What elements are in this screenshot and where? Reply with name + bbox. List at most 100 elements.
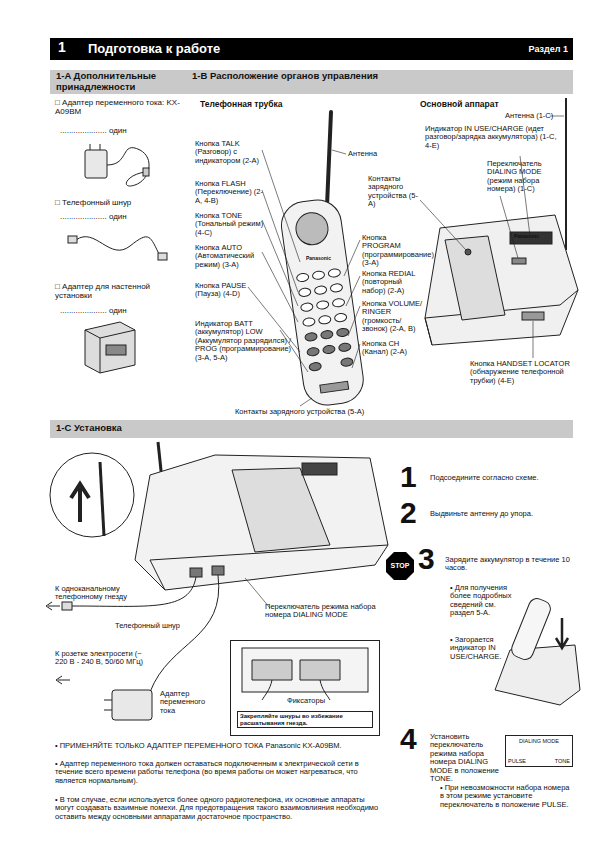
inset-caption: Фиксаторы <box>271 697 341 705</box>
step-note: • Для получения более подробных сведений… <box>450 584 522 618</box>
part-label: Переключатель режима набора номера DIALI… <box>265 603 385 620</box>
base-antenna <box>565 98 567 250</box>
earpiece <box>294 211 330 247</box>
figure-part <box>332 298 345 308</box>
part-label: Кнопка PROGRAM (программирование) (3-А) <box>362 234 424 268</box>
quantity: ..................... один <box>60 212 182 221</box>
group-heading: Телефонная трубка <box>200 100 330 110</box>
section-number: 1 <box>58 40 78 56</box>
install-display <box>302 463 337 475</box>
figure-part <box>316 300 329 310</box>
base-leaders <box>420 116 564 358</box>
inset-jack-shapes <box>252 660 340 680</box>
stop-text: STOP <box>386 562 414 570</box>
charge-handset <box>509 596 553 662</box>
subsection-heading: 1-A Дополнительные принадлежности <box>56 71 188 92</box>
part-label: Кнопка HANDSET LOCATOR (обнаружение теле… <box>470 360 570 385</box>
switch-position: TONE <box>542 758 570 764</box>
accessory-item: □ Адаптер для настенной установки <box>55 282 185 300</box>
accessory-item: □ Телефонный шнур <box>55 198 185 207</box>
quantity: ..................... один <box>60 306 182 315</box>
part-label: Кнопка AUTO (Автоматический режим) (3-А) <box>195 244 265 269</box>
part-label: Кнопка TONE (Тональный режим) (4-С) <box>195 212 265 237</box>
inset-jacks <box>242 648 368 692</box>
figure-part <box>352 344 360 368</box>
handset-leaders <box>248 150 360 406</box>
figure-part <box>344 240 360 276</box>
charge-drawing <box>495 596 580 705</box>
figure-part <box>328 268 341 278</box>
part-label: Индикатор BATT (аккумулятор) LOW (Аккуму… <box>195 320 295 362</box>
part-label: Кнопка CH (Канал) (2-А) <box>362 340 424 357</box>
base-display <box>510 232 552 244</box>
section-title: Подготовка к работе <box>88 42 388 57</box>
adapter-prongs <box>90 144 100 150</box>
figure-part <box>309 362 322 372</box>
figure-part <box>300 398 312 406</box>
accessory-item: □ Адаптер переменного тока: KX-A09BM <box>55 98 185 116</box>
connection-label: К розетке электросети (~ 220 В - 240 В, … <box>55 650 155 667</box>
ac-adapter-drawing <box>85 144 149 186</box>
wall-mount-drawing <box>85 322 135 373</box>
step-number: 2 <box>400 498 424 528</box>
figure-part <box>305 332 318 342</box>
handset-body-group <box>278 197 366 408</box>
figure-part <box>318 315 331 325</box>
figure-part <box>338 342 351 352</box>
figure-part <box>320 330 333 340</box>
step-number: 4 <box>400 724 424 754</box>
step-text: Зарядите аккумулятор в течение 10 часов. <box>445 556 570 573</box>
figure-part <box>312 270 325 280</box>
dial-switch <box>512 258 526 264</box>
figure-part <box>307 347 320 357</box>
subsection-heading: 1-C Установка <box>56 423 356 434</box>
base-body <box>425 215 578 345</box>
figure-part <box>302 317 315 327</box>
figure-part <box>420 200 466 250</box>
install-adapter <box>112 690 152 720</box>
group-heading: Основной аппарат <box>420 100 520 110</box>
switch-position: PULSE <box>508 758 538 764</box>
part-label: Индикатор IN USE/CHARGE (идет разговор/з… <box>425 125 560 150</box>
part-label: Антенна (1-С) <box>505 112 560 120</box>
part-label: Антенна <box>348 150 408 158</box>
base-unit-drawing <box>425 98 578 345</box>
figure-part <box>322 345 335 355</box>
figure-part <box>348 306 360 336</box>
mount-edges <box>85 330 135 373</box>
section-tag: Раздел 1 <box>490 44 568 54</box>
power-cord <box>150 575 219 692</box>
step-text: Выдвиньте антенну до упора. <box>430 510 570 518</box>
warning-note: • В том случае, если используется более … <box>55 796 385 821</box>
handset-antenna <box>327 112 331 206</box>
step-text: Установить переключатель режима набора н… <box>430 733 502 784</box>
charge-base <box>495 645 580 705</box>
locator-button <box>522 312 544 320</box>
warning-note: • ПРИМЕНЯЙТЕ ТОЛЬКО АДАПТЕР ПЕРЕМЕННОГО … <box>55 742 385 750</box>
brand-mark: Panasonic <box>306 256 346 262</box>
part-label: Кнопка FLASH (Переключение) (2-А, 4-В) <box>195 180 265 205</box>
adapter-prongs <box>104 700 112 710</box>
inset-circle <box>50 453 134 537</box>
figure-part <box>296 273 309 283</box>
subsection-heading: 1-B Расположение органов управления <box>192 71 562 82</box>
handset-body <box>278 197 366 408</box>
inset-antenna <box>100 462 104 536</box>
part-label: Контакты зарядного устройства (5-А) <box>368 175 424 209</box>
cord-plug <box>158 253 167 260</box>
install-base-body <box>135 455 388 590</box>
adapter-cord <box>107 148 149 186</box>
header-bar: 1 Подготовка к работе Раздел 1 <box>50 38 573 60</box>
figure-part <box>334 313 347 323</box>
part-label: Телефонный шнур <box>115 622 195 630</box>
adapter-plug <box>143 168 149 176</box>
inset-box: ФиксаторыЗакрепляйте шнуры во избежание … <box>230 640 380 736</box>
install-cradle <box>232 468 330 552</box>
part-label: Переключатель DIALING MODE (режим набора… <box>487 160 563 194</box>
octagon-outline <box>386 552 414 580</box>
charge-arrow <box>556 618 568 648</box>
stop-sign: STOP <box>386 552 414 580</box>
adapter-body <box>85 150 107 178</box>
figure-part <box>300 302 313 312</box>
switch-caption: DIALING MODE <box>506 738 572 744</box>
